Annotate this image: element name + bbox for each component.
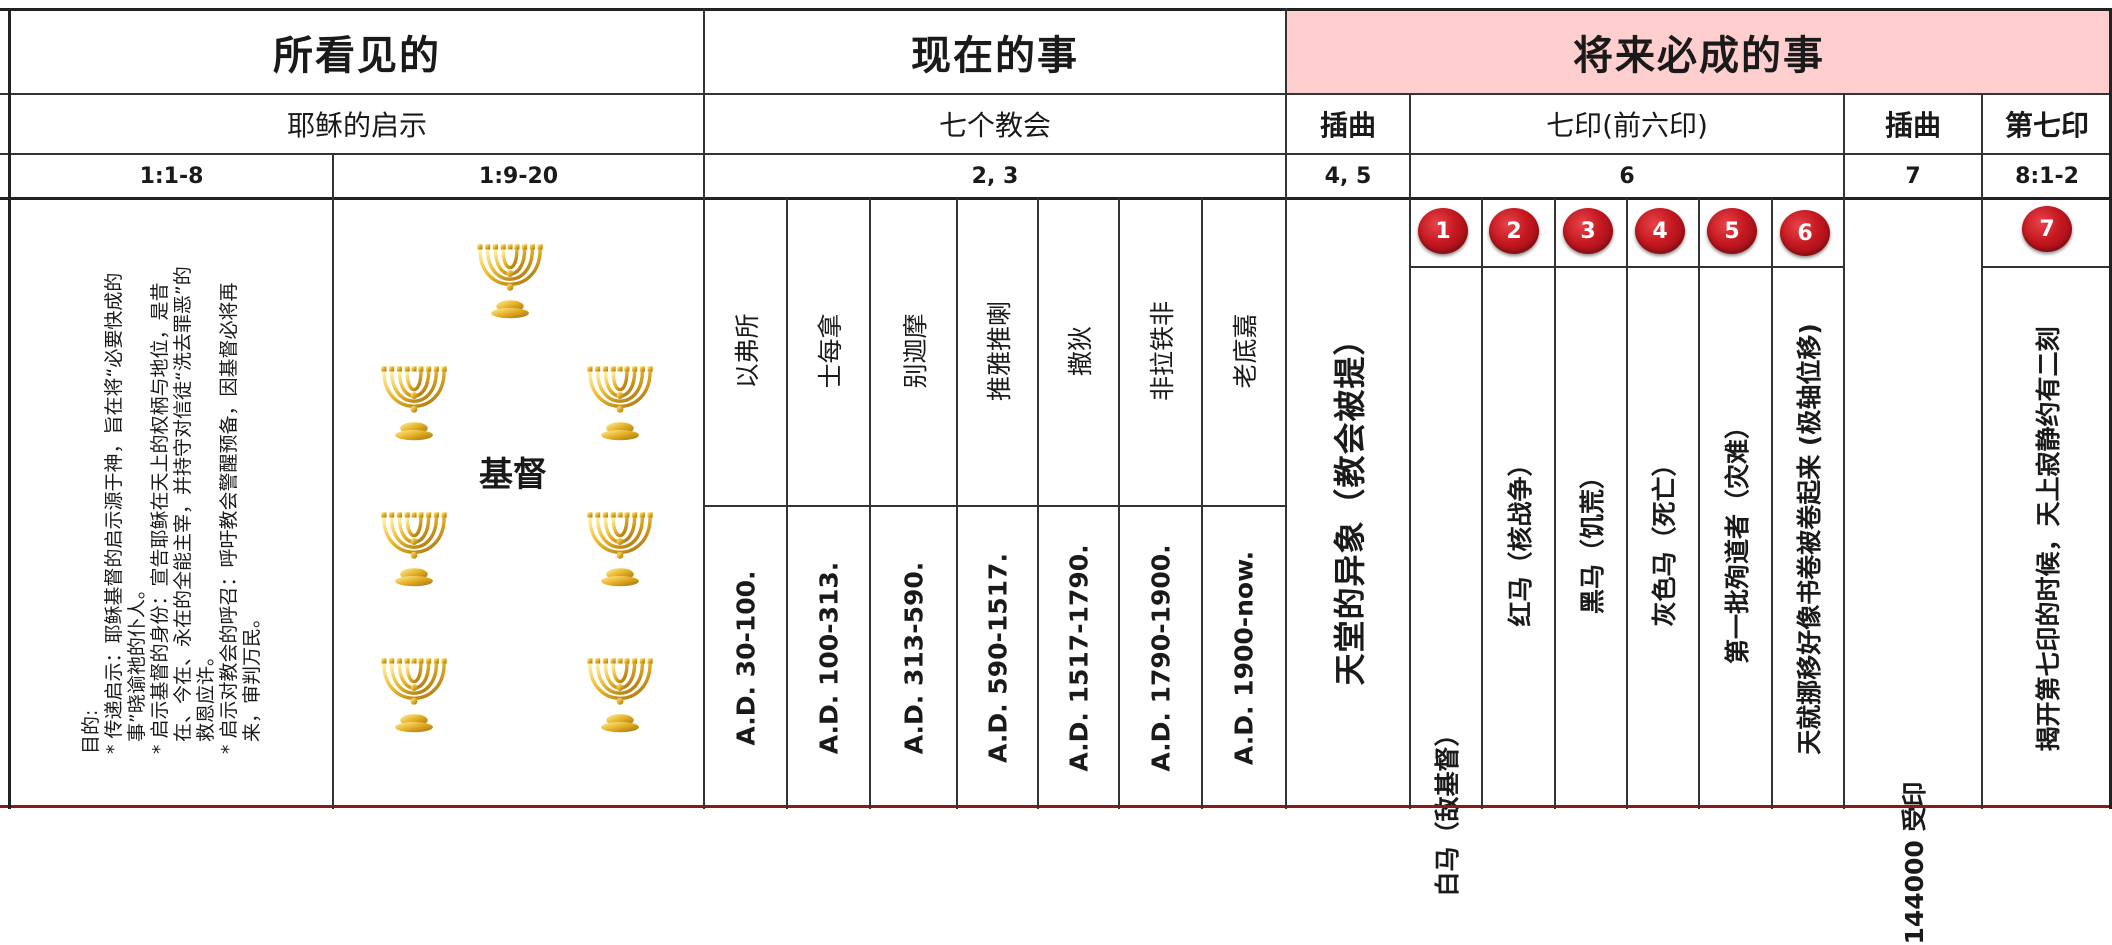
ref-7: 7 <box>1905 163 1921 189</box>
purpose-item-3: * 启示对教会的呼召：呼吁教会警醒预备，因基督必将再来，审判万民。 <box>217 281 263 754</box>
church-date-2: A.D. 100-313. <box>814 561 843 754</box>
revelation-chart: 所看见的 现在的事 将来必成的事 耶稣的启示 七个教会 插曲 七印(前六印) 插… <box>0 8 2112 945</box>
seal-text-5: 第一批殉道者（灾难） <box>1722 413 1752 664</box>
seal-1-icon: 1 <box>1418 208 1468 254</box>
subheader-seventh-seal: 第七印 <box>2004 109 2089 142</box>
ref-4-5: 4, 5 <box>1324 163 1372 189</box>
subheader-seven-churches: 七个教会 <box>938 109 1051 142</box>
menorah-icon <box>475 242 545 320</box>
sealed-144000: 144000 受印 <box>1900 781 1929 945</box>
ref-1-9-20: 1:9-20 <box>478 163 559 189</box>
church-date-3: A.D. 313-590. <box>899 561 928 754</box>
church-name-3: 别迦摩 <box>900 313 930 389</box>
seal-text-2: 红马（核战争） <box>1505 450 1535 627</box>
subheader-interlude-2: 插曲 <box>1884 109 1941 142</box>
subheader-revelation: 耶稣的启示 <box>286 109 427 142</box>
ref-6: 6 <box>1619 163 1635 189</box>
church-name-1: 以弗所 <box>732 313 762 389</box>
purpose-notes: 目的: * 传递启示：耶稣基督的启示源于神，旨在将“必要快成的事”晓谕祂的仆人。… <box>10 198 333 809</box>
church-name-5: 撒狄 <box>1065 325 1095 377</box>
menorah-icon <box>585 364 655 442</box>
header-seen: 所看见的 <box>273 33 441 79</box>
future-header-bg <box>1286 10 2112 94</box>
church-date-7: A.D. 1900-now. <box>1229 550 1259 765</box>
church-name-6: 非拉铁非 <box>1147 300 1177 402</box>
christ-label: 基督 <box>479 454 547 495</box>
church-name-7: 老底嘉 <box>1231 313 1260 389</box>
ref-2-3: 2, 3 <box>971 163 1019 189</box>
purpose-lead: 目的: <box>79 709 102 754</box>
church-date-1: A.D. 30-100. <box>731 569 760 746</box>
church-date-5: A.D. 1517-1790. <box>1064 543 1093 772</box>
purpose-item-1: * 传递启示：耶稣基督的启示源于神，旨在将“必要快成的事”晓谕祂的仆人。 <box>102 272 148 754</box>
subheader-interlude-1: 插曲 <box>1319 109 1376 142</box>
menorah-icon <box>379 656 449 734</box>
seventh-seal-text: 揭开第七印的时候，天上寂静约有二刻 <box>2034 325 2063 752</box>
subheader-seven-seals: 七印(前六印) <box>1546 109 1708 142</box>
seal-text-3: 黑马（饥荒） <box>1578 463 1607 614</box>
purpose-item-2: * 启示基督的身份：宣告耶稣在天上的权柄与地位，是昔在、今在、永在的全能主宰，并… <box>148 265 217 754</box>
seal-6-icon: 6 <box>1780 210 1830 256</box>
ref-1-1-8: 1:1-8 <box>139 163 204 189</box>
menorah-icon <box>585 510 655 588</box>
seal-4-icon: 4 <box>1635 208 1685 254</box>
ref-8-1-2: 8:1-2 <box>2015 163 2079 189</box>
menorah-icon <box>379 510 449 588</box>
seal-text-6: 天就挪移好像书卷被卷起来 (极轴位移) <box>1795 322 1824 755</box>
seal-7-icon: 7 <box>2022 206 2072 252</box>
heaven-vision: 天堂的异象（教会被提） <box>1331 321 1369 686</box>
lampstands-panel: 基督 <box>333 198 704 809</box>
church-date-4: A.D. 590-1517. <box>983 552 1012 763</box>
seal-5-icon: 5 <box>1707 208 1757 254</box>
header-future: 将来必成的事 <box>1573 33 1825 79</box>
church-date-6: A.D. 1790-1900. <box>1146 543 1175 772</box>
seal-2-icon: 2 <box>1489 208 1539 254</box>
seal-text-4: 灰色马（死亡） <box>1650 450 1679 627</box>
church-name-4: 推雅推喇 <box>984 300 1014 402</box>
seal-3-icon: 3 <box>1563 208 1613 254</box>
menorah-icon <box>585 656 655 734</box>
menorah-icon <box>379 364 449 442</box>
seal-text-1: 白马（敌基督） <box>1433 721 1462 897</box>
church-name-2: 士每拿 <box>815 313 845 389</box>
header-present: 现在的事 <box>911 33 1079 79</box>
